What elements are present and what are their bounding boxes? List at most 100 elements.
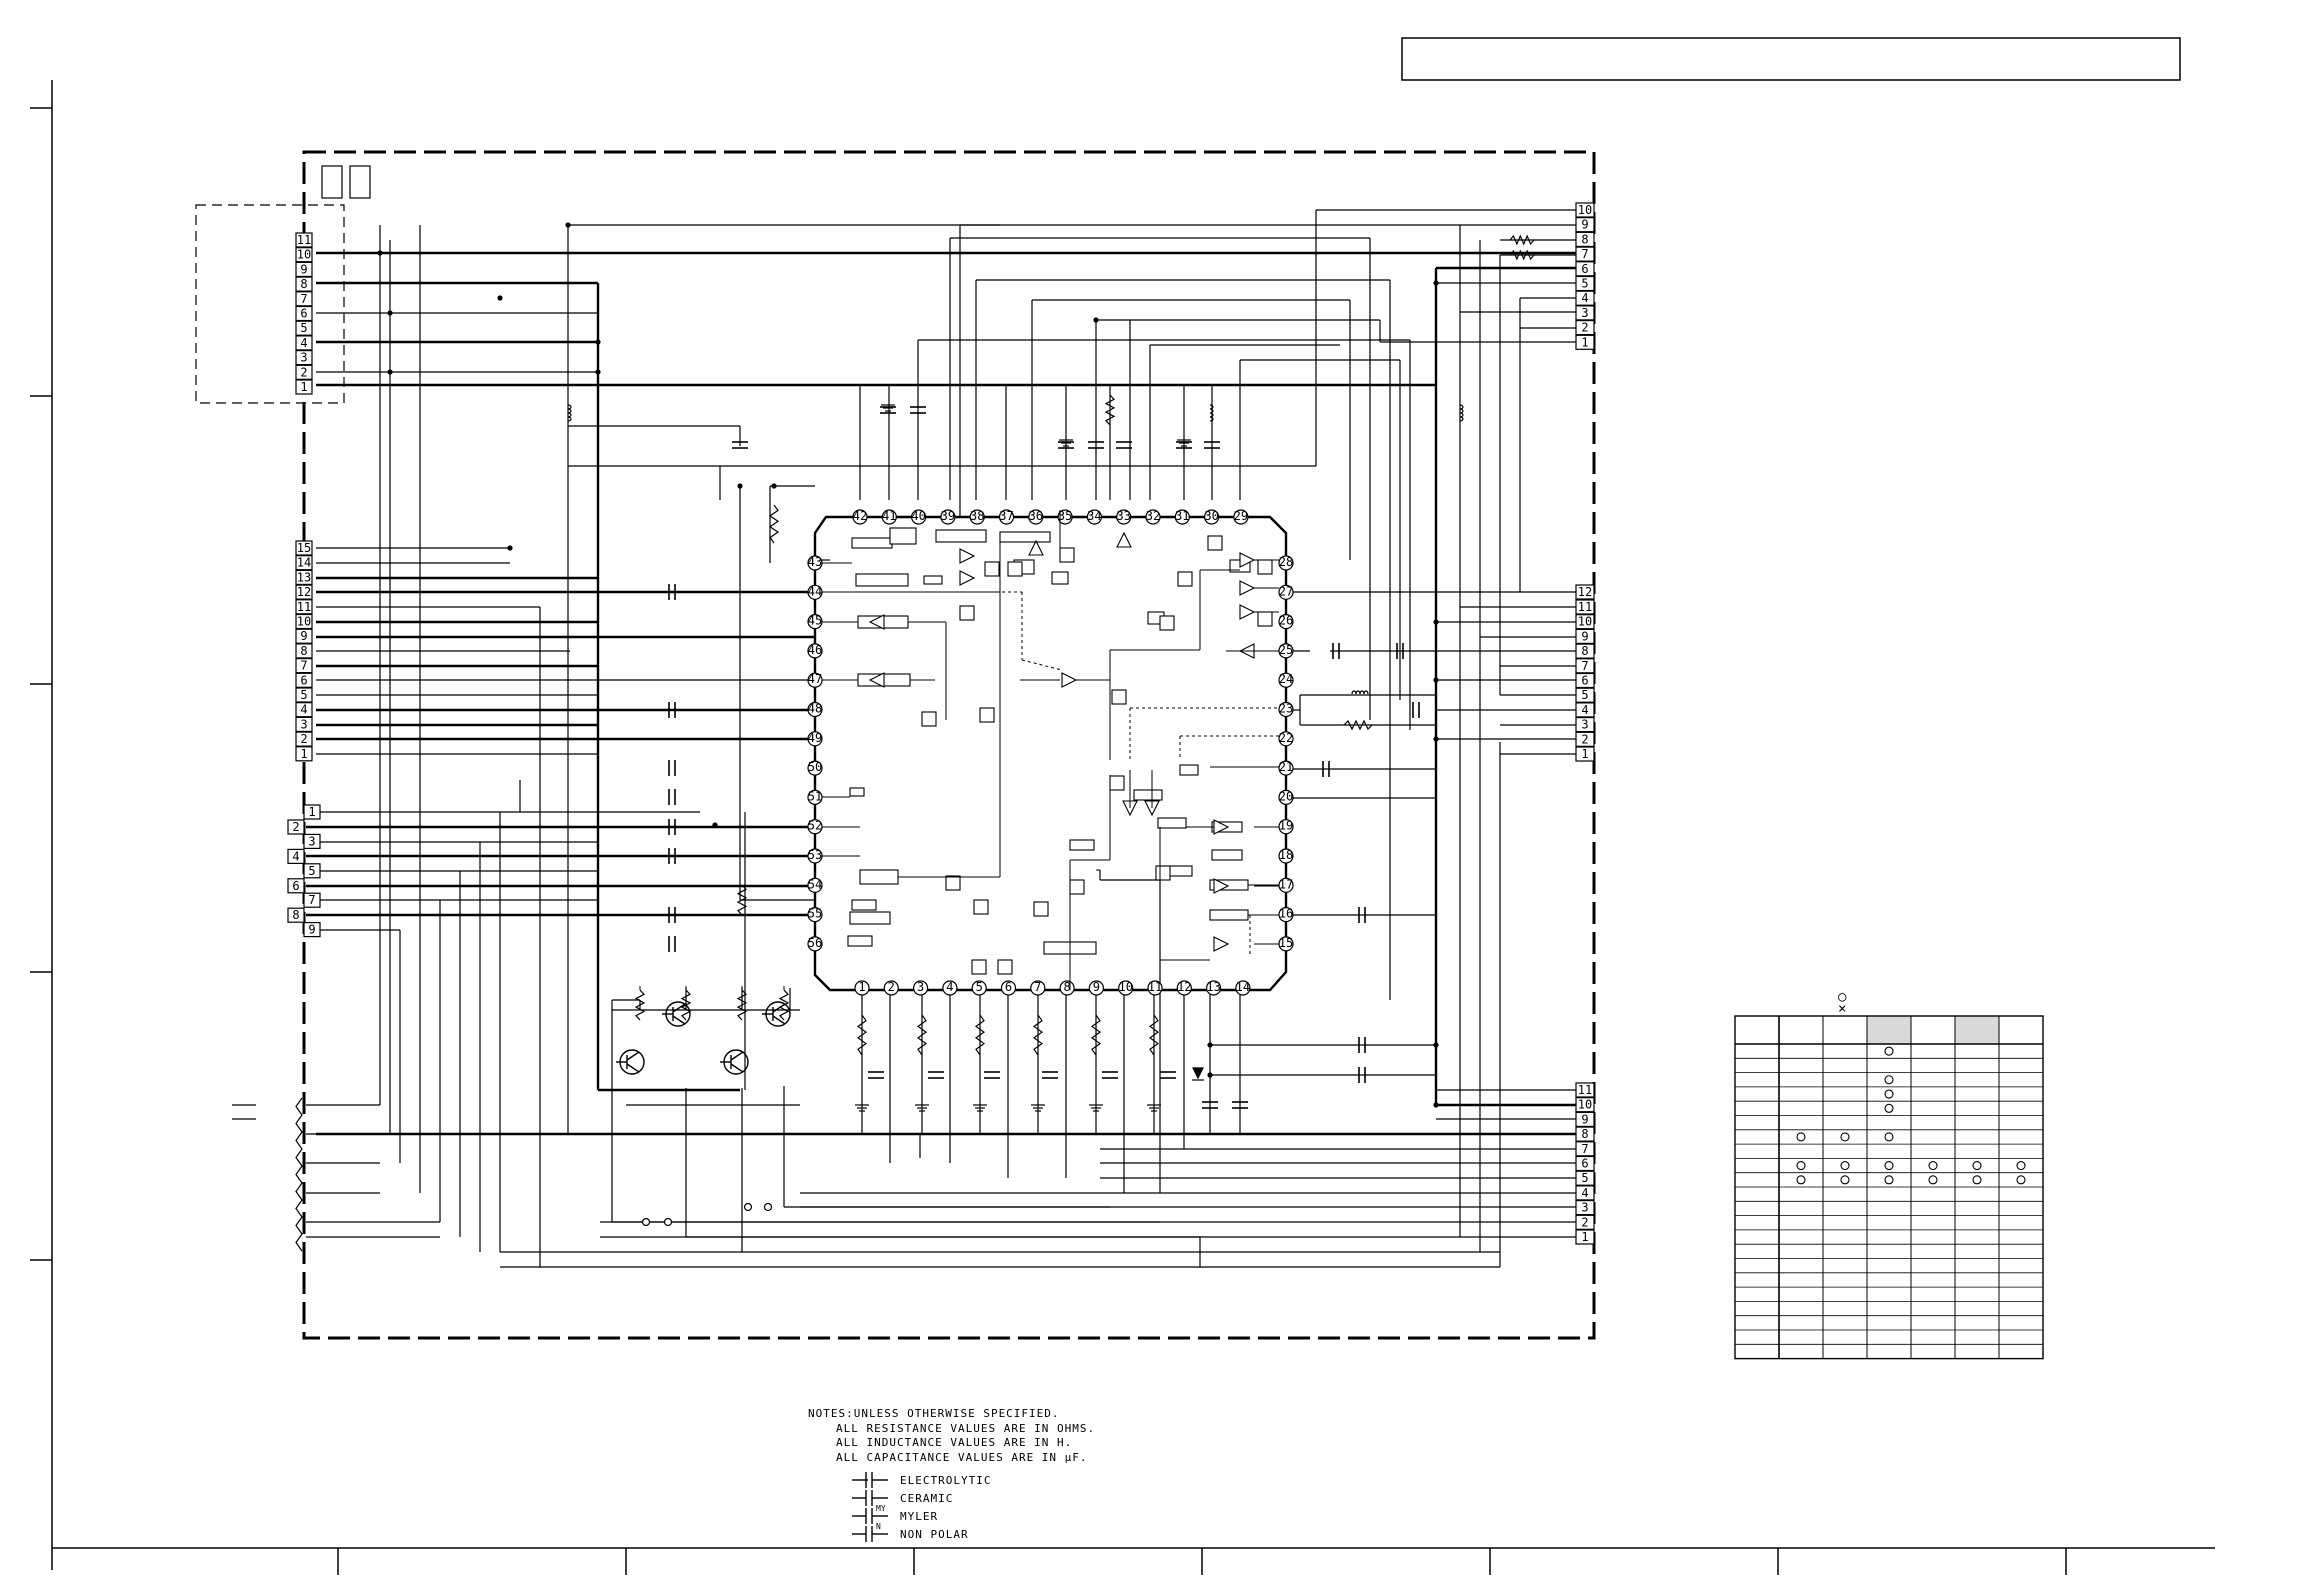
pin-number: 5 [300, 321, 307, 335]
ground-symbol [1177, 439, 1191, 447]
junction-dot [712, 822, 718, 828]
ic-pin-top [1028, 509, 1044, 525]
ic-pin-number: 53 [808, 848, 822, 862]
pin-number: 9 [1581, 1112, 1588, 1126]
connector-pin [295, 335, 313, 351]
ic-pin-right [1278, 584, 1294, 600]
ic-pin-number: 36 [1029, 509, 1043, 523]
ic-pin-left [807, 906, 823, 923]
ic-pin-top [1057, 509, 1073, 525]
ic-pin-number: 23 [1279, 702, 1293, 716]
connector-pin [1575, 1185, 1595, 1201]
capacitor [1204, 441, 1220, 449]
jumper-right [349, 165, 371, 199]
junction-dot [1433, 1102, 1439, 1108]
mode-table-shaded-cell [1955, 1016, 1999, 1044]
capacitor [1358, 1037, 1366, 1053]
module-outline [195, 204, 345, 404]
mode-table-mark [2016, 1161, 2026, 1171]
ceramic-label: CERAMIC [900, 1492, 953, 1505]
ic-pin-number: 6 [1005, 980, 1012, 994]
resistor [1090, 1014, 1102, 1056]
ic-pin-bottom [1030, 980, 1046, 996]
wiring [306, 209, 1576, 1268]
pin-number: 10 [1578, 1098, 1592, 1112]
capacitor [732, 441, 748, 449]
connector-pin [1575, 672, 1595, 689]
ic-pin-number: 54 [808, 877, 822, 891]
capacitor [1358, 907, 1366, 923]
coupling-capacitor [668, 819, 676, 835]
mode-table-mark [1884, 1103, 1894, 1113]
junction-dot [497, 295, 503, 301]
junction-dot [1433, 677, 1439, 683]
ic-amplifier-triangle [1239, 604, 1256, 620]
transistor [720, 1049, 749, 1075]
mode-table-header-circle: ○ [1838, 989, 1847, 1005]
ic-switch [997, 959, 1013, 975]
pin-number: 8 [292, 908, 299, 922]
connector-pin [295, 569, 313, 586]
pin-number: 8 [300, 277, 307, 291]
pin-number: 1 [300, 380, 307, 394]
ic-pin-number: 52 [808, 819, 822, 833]
pin-number: 6 [300, 307, 307, 321]
ic-switch [1207, 535, 1223, 551]
pin-number: 9 [1581, 218, 1588, 232]
ic-switch [979, 707, 995, 723]
ic-pin-number: 22 [1279, 731, 1293, 745]
ic-internal-block [847, 935, 873, 947]
ic-amplifier-triangle [1239, 552, 1256, 568]
resistor [736, 884, 748, 916]
ic-internal-wiring [822, 510, 1279, 990]
ic-pin-number: 15 [1279, 936, 1293, 950]
transistor [616, 1049, 645, 1075]
pin-number: 2 [292, 820, 299, 834]
resistor [736, 989, 748, 1021]
pin-number: 1 [1581, 747, 1588, 761]
connector-pin [295, 584, 313, 600]
ic-pin-bottom [883, 980, 899, 996]
pin-number: 3 [300, 351, 307, 365]
capacitor [1088, 441, 1104, 449]
ic-switch [1159, 615, 1175, 631]
ic-internal-block [849, 911, 891, 925]
junction-dot [1207, 1042, 1213, 1048]
ic-pin-top [1116, 509, 1132, 525]
mode-table-shaded-cell [1867, 1016, 1911, 1044]
pin-number: 3 [1581, 1201, 1588, 1215]
junction-dot [771, 483, 777, 489]
ground-symbol [1059, 439, 1073, 447]
ic-switch [1109, 775, 1125, 791]
resistor [768, 504, 780, 544]
ic-pin-number: 26 [1279, 614, 1293, 628]
ic-dashed-paths [822, 591, 1279, 955]
pcb-outline [302, 150, 1596, 1340]
ic-pin-bottom [1176, 980, 1192, 996]
connector-pin [303, 804, 321, 820]
switch-contact [663, 1217, 673, 1227]
ic-pin-number: 30 [1204, 509, 1218, 523]
pin-number: 5 [300, 688, 307, 702]
ic-pin-number: 20 [1279, 789, 1293, 803]
connector-pin [295, 320, 313, 336]
junction-dot [1433, 619, 1439, 625]
ic-pin-bottom [1000, 980, 1017, 996]
ic-switch [1111, 689, 1127, 705]
ic-pin-number: 14 [1236, 980, 1250, 994]
myler-symbol [852, 1508, 888, 1524]
pin-number: 9 [308, 923, 315, 937]
connector-pin [295, 687, 313, 703]
ic-pin-number: 46 [808, 643, 822, 657]
myler-label: MYLER [900, 1510, 938, 1523]
pin-number: 13 [297, 570, 311, 584]
mode-table-mark [1928, 1161, 1938, 1171]
connector-pin [1575, 687, 1595, 703]
ic-pin-number: 24 [1279, 672, 1293, 686]
ic-pin-number: 12 [1177, 980, 1191, 994]
connector-pin [295, 276, 313, 292]
ic-pin-number: 34 [1087, 509, 1101, 523]
ic-internal-block [855, 573, 909, 587]
pin-number: 8 [1581, 232, 1588, 246]
ic-pin-left [807, 701, 823, 718]
